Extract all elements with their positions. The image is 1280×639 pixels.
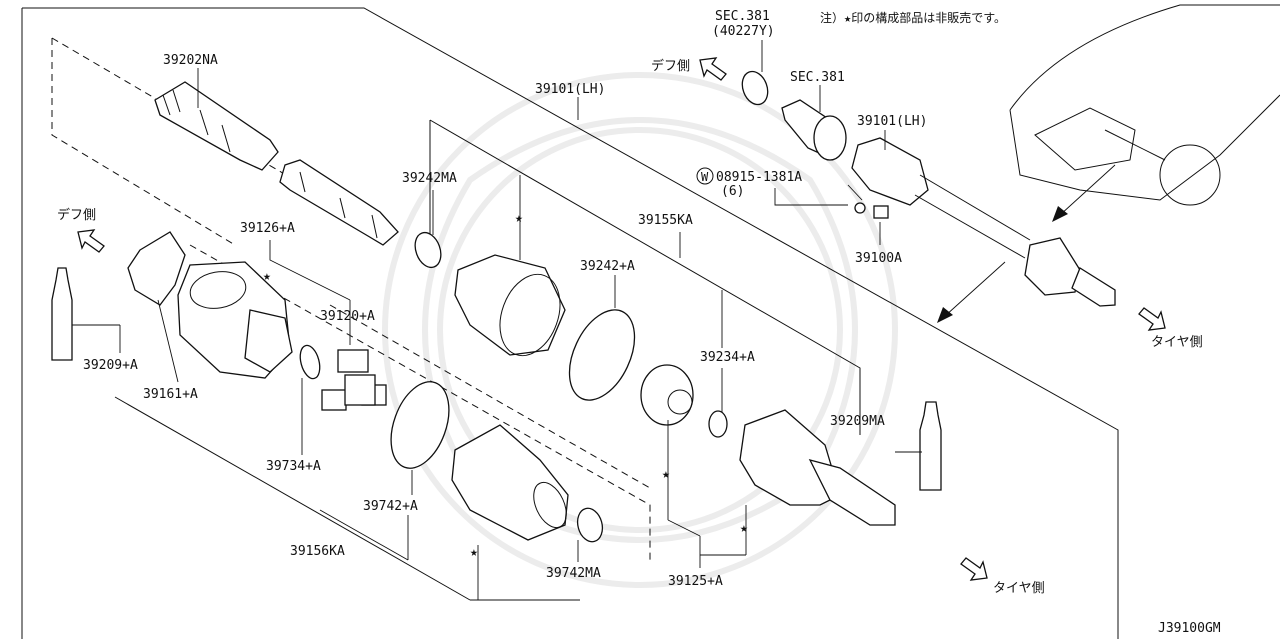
grease-tube-39209: [51, 267, 73, 361]
star-icon: ★: [515, 211, 523, 226]
label-bolt-qty: (6): [721, 184, 744, 199]
label-39742: 39742+A: [363, 499, 418, 514]
label-39125: 39125+A: [668, 574, 723, 589]
label-39120: 39120+A: [320, 309, 375, 324]
label-39209ma: 39209MA: [830, 414, 885, 429]
label-39126: 39126+A: [240, 221, 295, 236]
label-39155ka: 39155KA: [638, 213, 693, 228]
ring-39234: [708, 410, 728, 438]
grease-tube-39209ma: [919, 401, 942, 491]
direction-arrow-lower: [937, 261, 1006, 323]
label-39202na: 39202NA: [163, 53, 218, 68]
note-not-for-sale: 注）★印の構成部品は非販売です。: [820, 10, 1006, 25]
star-icon: ★: [263, 269, 271, 284]
band-39742ma: [576, 507, 604, 543]
shaft-39202na: [154, 81, 399, 246]
label-sec381-b: SEC.381: [790, 70, 845, 85]
label-39734: 39734+A: [266, 459, 321, 474]
label-bolt-code: 08915-1381A: [716, 170, 802, 185]
not-sold-markers: ★ ★ ★ ★ ★: [263, 211, 748, 560]
label-39101-main: 39101(LH): [535, 82, 605, 97]
plate-39126: [127, 231, 186, 306]
label-39234: 39234+A: [700, 350, 755, 365]
arrow-up-left-icon: [699, 57, 727, 81]
outer-joint-39101: [739, 409, 896, 526]
leader-lines: [72, 40, 922, 600]
arrow-down-right-icon: [960, 557, 988, 581]
cage-39155ka: [640, 364, 694, 426]
arrow-down-right-icon: [1138, 307, 1166, 331]
boot-inner: [451, 424, 569, 541]
label-diff-side-left: デフ側: [57, 207, 96, 223]
label-39742ma: 39742MA: [546, 566, 601, 581]
direction-arrow-upper: [1052, 164, 1116, 222]
label-39209: 39209+A: [83, 358, 138, 373]
housing-39161: [177, 261, 293, 379]
assembly-frame: [21, 7, 1119, 639]
band-39742: [390, 381, 450, 469]
label-tire-side-right: タイヤ側: [1151, 335, 1203, 350]
label-sec381-a: SEC.381: [715, 9, 770, 24]
spider-39120: [321, 349, 387, 411]
drive-shaft-assembly: [741, 70, 1116, 307]
label-sec381-a-sub: (40227Y): [712, 24, 775, 39]
label-tire-side-bottom: タイヤ側: [993, 581, 1045, 596]
arrow-up-left-icon: [77, 229, 105, 253]
band-39242: [568, 309, 636, 401]
label-diff-side-top: デフ側: [651, 58, 690, 74]
diagram-code: J39100GM: [1158, 621, 1221, 636]
star-icon: ★: [740, 521, 748, 536]
boot-outer: [454, 254, 566, 357]
label-39156ka: 39156KA: [290, 544, 345, 559]
label-39161: 39161+A: [143, 387, 198, 402]
label-39101-top: 39101(LH): [857, 114, 927, 129]
star-icon: ★: [662, 467, 670, 482]
star-icon: ★: [470, 545, 478, 560]
vehicle-outline: [1009, 4, 1280, 206]
part-labels: 39202NA 39126+A 39209+A 39161+A 39120+A …: [57, 9, 1221, 636]
label-39100a: 39100A: [855, 251, 902, 266]
label-39242ma: 39242MA: [402, 171, 457, 186]
snap-ring-39734: [299, 344, 321, 380]
label-bolt-prefix: W: [701, 170, 709, 184]
label-39242: 39242+A: [580, 259, 635, 274]
circlip-39242ma: [414, 231, 442, 269]
washer-marker-icon: [696, 167, 714, 185]
